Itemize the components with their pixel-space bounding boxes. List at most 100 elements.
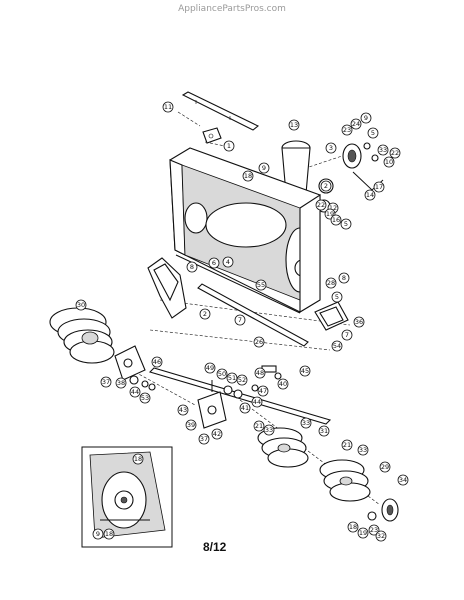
callout-circle [239, 402, 251, 414]
callout-circle [325, 277, 337, 289]
callout-47: 47 [257, 385, 269, 397]
scraper-bar [197, 283, 309, 347]
callout-circle [253, 420, 265, 432]
callout-circle [377, 144, 389, 156]
callout-label: 18 [134, 455, 142, 463]
callout-circle [186, 261, 198, 273]
callout-circle [115, 377, 127, 389]
callout-23: 23 [341, 124, 353, 136]
callout-label: 12 [329, 204, 337, 212]
callout-circle [357, 444, 369, 456]
callout-label: 18 [349, 523, 357, 531]
callout-circle [379, 461, 391, 473]
callout-label: 21 [343, 441, 351, 449]
callout-21: 21 [341, 439, 353, 451]
callout-40: 40 [277, 378, 289, 390]
callout-49: 49 [204, 362, 216, 374]
callout-circle [367, 127, 379, 139]
callout-label: 29 [381, 463, 389, 471]
callout-22: 22 [315, 199, 327, 211]
callout-circle [318, 425, 330, 437]
callout-circle [331, 340, 343, 352]
callout-label: 33 [265, 426, 273, 434]
auger-spiral-left [49, 307, 115, 364]
callout-label: 48 [256, 369, 264, 377]
callout-5: 5 [331, 291, 343, 303]
callout-circle [364, 189, 376, 201]
end-bearing-assembly [367, 498, 399, 522]
callout-23: 23 [368, 524, 380, 536]
callout-circle [162, 101, 174, 113]
callout-circle [177, 404, 189, 416]
shaft-hardware [223, 365, 282, 399]
callout-38: 38 [115, 377, 127, 389]
callout-circle [340, 218, 352, 230]
callout-label: 41 [241, 404, 249, 412]
callout-label: 7 [238, 316, 242, 324]
callout-circle [92, 528, 104, 540]
callout-label: 44 [253, 398, 261, 406]
callout-53: 53 [139, 392, 151, 404]
callout-52: 52 [236, 374, 248, 386]
callout-30: 30 [75, 299, 87, 311]
callout-9: 9 [360, 112, 372, 124]
callout-circle [258, 162, 270, 174]
callout-label: 18 [244, 172, 252, 180]
callout-circle [347, 521, 359, 533]
callout-label: 55 [257, 281, 265, 289]
callout-circle [315, 199, 327, 211]
callout-6: 6 [208, 257, 220, 269]
callout-3: 3 [325, 142, 337, 154]
callout-22: 22 [389, 147, 401, 159]
callout-label: 23 [370, 526, 378, 534]
callout-label: 31 [320, 427, 328, 435]
callout-21: 21 [253, 420, 265, 432]
callout-label: 18 [105, 530, 113, 538]
callout-33: 33 [263, 424, 275, 436]
callout-circle [341, 329, 353, 341]
callout-circle [331, 291, 343, 303]
callout-label: 30 [77, 301, 85, 309]
auger-spiral-right-2 [319, 459, 371, 502]
gearbox-left [114, 345, 156, 391]
callout-circle [198, 433, 210, 445]
callout-48: 48 [254, 367, 266, 379]
callout-label: 46 [153, 358, 161, 366]
callout-37: 37 [198, 433, 210, 445]
callout-label: 6 [212, 259, 216, 267]
callout-31: 31 [318, 425, 330, 437]
callout-33: 33 [357, 444, 369, 456]
callout-8: 8 [186, 261, 198, 273]
callout-label: 36 [355, 318, 363, 326]
callout-label: 52 [238, 376, 246, 384]
callout-14: 14 [364, 189, 376, 201]
callout-7: 7 [234, 314, 246, 326]
callout-label: 1 [227, 142, 231, 150]
callout-label: 21 [255, 422, 263, 430]
callout-41: 41 [239, 402, 251, 414]
callout-label: 17 [375, 183, 383, 191]
callout-29: 29 [379, 461, 391, 473]
callout-label: 14 [366, 191, 374, 199]
callout-label: 3 [329, 144, 333, 152]
gearbox-center [197, 380, 227, 429]
auger-housing [169, 147, 321, 314]
callout-circle [341, 124, 353, 136]
callout-circle [254, 367, 266, 379]
callout-label: 10 [385, 158, 393, 166]
callout-circle [288, 119, 300, 131]
callout-circle [132, 453, 144, 465]
callout-label: 16 [332, 216, 340, 224]
callout-label: 38 [117, 379, 125, 387]
callout-13: 13 [288, 119, 300, 131]
callout-label: 22 [317, 201, 325, 209]
callout-42: 42 [211, 428, 223, 440]
callout-label: 37 [102, 378, 110, 386]
callout-circle [299, 365, 311, 377]
callout-26: 26 [253, 336, 265, 348]
callout-circle [397, 474, 409, 486]
callout-label: 9 [96, 530, 100, 538]
callout-label: 7 [345, 331, 349, 339]
